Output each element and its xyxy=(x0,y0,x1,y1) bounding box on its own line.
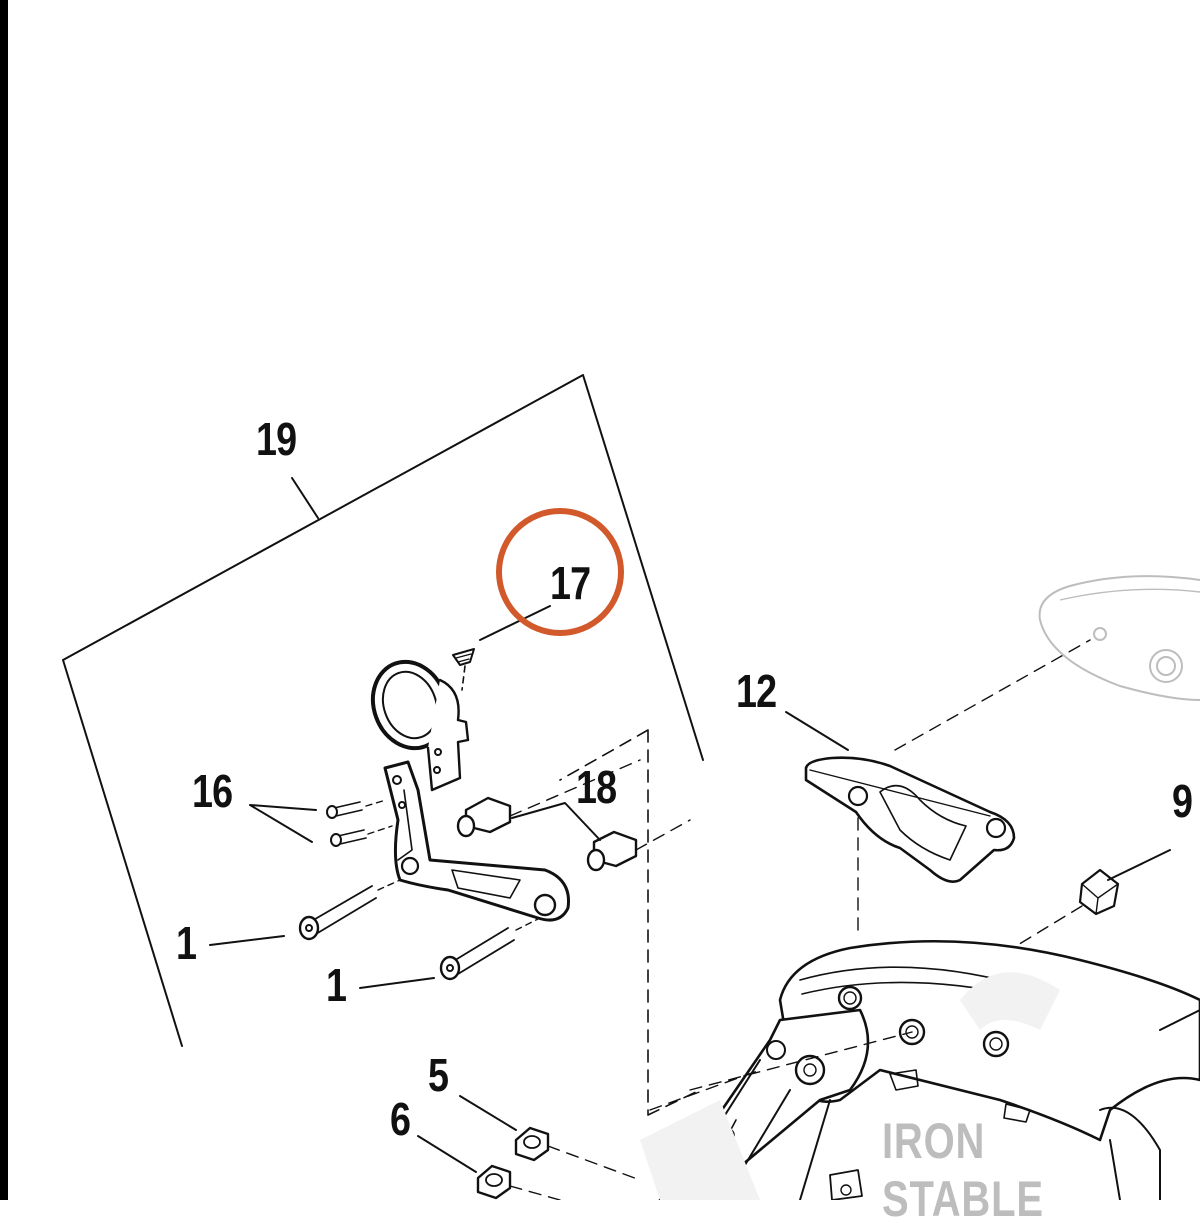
leader-5 xyxy=(459,1095,517,1131)
callout-19: 19 xyxy=(256,413,297,465)
leader-16 xyxy=(249,804,317,843)
part-12-bracket xyxy=(804,756,1016,883)
callout-18: 18 xyxy=(576,761,617,813)
bolts-16 xyxy=(326,799,393,847)
diagram-drawing xyxy=(62,374,1200,1200)
callout-6: 6 xyxy=(390,1093,411,1145)
leader-1-lower xyxy=(359,977,435,989)
callout-5: 5 xyxy=(428,1049,449,1101)
leader-12 xyxy=(785,711,849,751)
callout-17: 17 xyxy=(550,557,591,609)
callout-9: 9 xyxy=(1172,775,1193,827)
dashed-12-up xyxy=(894,639,1091,751)
screw-17 xyxy=(452,648,475,691)
spacers-18 xyxy=(456,759,691,872)
highlight-circle-17 xyxy=(496,508,624,636)
long-bolt-upper xyxy=(298,879,401,941)
leader-9 xyxy=(1107,849,1171,881)
dashed-5 xyxy=(547,1145,641,1181)
bracket-arm xyxy=(383,760,571,922)
leader-18 xyxy=(511,802,601,841)
callout-12: 12 xyxy=(736,665,777,717)
assembly-19-boundary xyxy=(62,374,704,1047)
callout-16: 16 xyxy=(192,765,233,817)
dashed-9 xyxy=(959,905,1083,981)
watermark-text: IRON STABLE xyxy=(882,1113,1044,1227)
dashed-frame xyxy=(649,1031,913,1111)
left-border-bar xyxy=(0,0,8,1200)
dashed-6 xyxy=(509,1185,561,1200)
dashed-guide xyxy=(559,729,701,1116)
nut-6 xyxy=(476,1164,512,1200)
leader-1-upper xyxy=(209,935,285,946)
ghost-grip xyxy=(1038,575,1200,701)
leader-6 xyxy=(417,1135,477,1173)
watermark-shapes xyxy=(640,972,1060,1200)
long-bolt-lower xyxy=(439,917,541,981)
leader-17 xyxy=(479,605,551,641)
part-9-nut xyxy=(1078,868,1120,916)
clamp-ring xyxy=(370,659,470,792)
nut-5 xyxy=(514,1126,550,1162)
callout-1-upper: 1 xyxy=(176,917,197,969)
leader-19 xyxy=(291,477,319,519)
callout-1-lower: 1 xyxy=(326,959,347,1011)
